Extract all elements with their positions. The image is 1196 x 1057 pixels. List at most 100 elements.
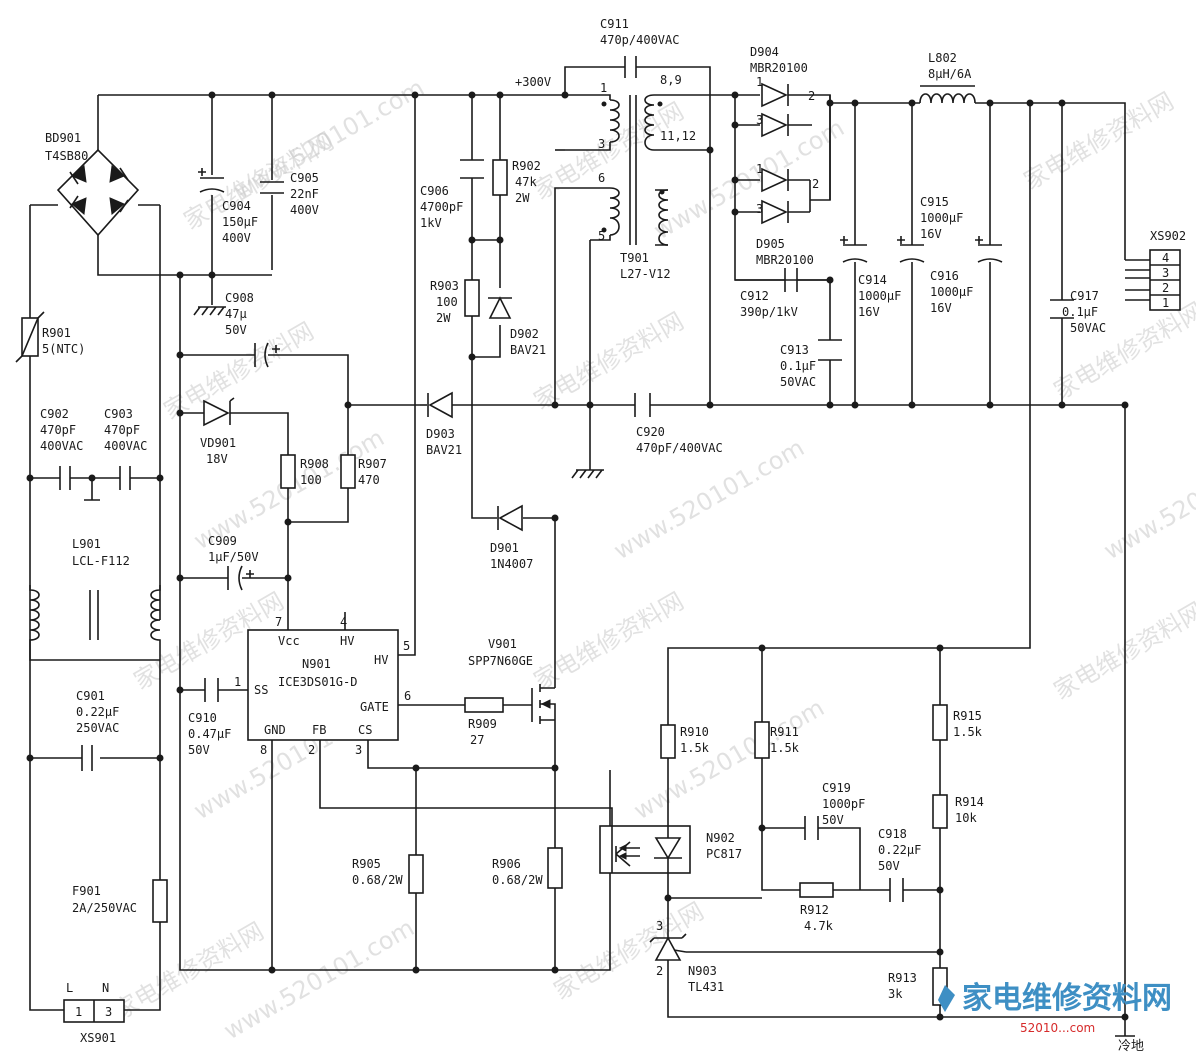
t901-pin-6: 6 (598, 171, 605, 185)
c904-ref: C904 (222, 199, 251, 213)
r912-ref: R912 (800, 903, 829, 917)
n901-pin-cs-label: CS (358, 723, 372, 737)
capacitor-c917: C917 0.1μF 50VAC (1050, 289, 1106, 335)
vd901-value: 18V (206, 452, 228, 466)
c910-rating: 50V (188, 743, 210, 757)
c911-ref: C911 (600, 17, 629, 31)
l802-value: 8μH/6A (928, 67, 972, 81)
r907-ref: R907 (358, 457, 387, 471)
resistor-r913: R913 3k (888, 967, 948, 1006)
logo-url: 52010...com (1020, 1021, 1095, 1035)
n901-pin-cs-number: 3 (355, 743, 362, 757)
capacitor-c915: C915 1000μF 16V (897, 195, 963, 263)
d904-pin-1: 1 (756, 75, 763, 89)
bd901-ref: BD901 (45, 131, 81, 145)
c918-ref: C918 (878, 827, 907, 841)
r903-rating: 2W (436, 311, 451, 325)
d904-pin-2: 2 (808, 89, 815, 103)
c912-value: 390p/1kV (740, 305, 798, 319)
d902-ref: D902 (510, 327, 539, 341)
watermark-url: www.520101.com (629, 694, 829, 826)
r901-ref: R901 (42, 326, 71, 340)
c905-ref: C905 (290, 171, 319, 185)
watermark-text: 家电维修资料网 (529, 587, 688, 695)
thermistor-r901: R901 5(NTC) (15, 311, 85, 363)
resistor-r902: R902 47k 2W (492, 159, 541, 205)
c913-value: 0.1μF (780, 359, 816, 373)
watermark-url: www.520101.com (229, 74, 429, 206)
c918-rating: 50V (878, 859, 900, 873)
n901-ref: N901 (302, 657, 331, 671)
r913-value: 3k (888, 987, 903, 1001)
r915-ref: R915 (953, 709, 982, 723)
r902-rating: 2W (515, 191, 530, 205)
logo-text: 家电维修资料网 (962, 981, 1172, 1016)
r912-value: 4.7k (804, 919, 834, 933)
xs901-label-n: N (102, 981, 109, 995)
d901-ref: D901 (490, 541, 519, 555)
transformer-t901: 1 3 6 5 8,9 11,12 T901 L27-V12 (598, 73, 696, 281)
d903-part: BAV21 (426, 443, 462, 457)
c910-value: 0.47μF (188, 727, 231, 741)
cold-ground-label: 冷地 (1118, 1039, 1144, 1054)
r905-ref: R905 (352, 857, 381, 871)
watermark-text: 家电维修资料网 (529, 307, 688, 415)
resistor-r905: R905 0.68/2W (352, 854, 424, 894)
n903-ref: N903 (688, 964, 717, 978)
xs901-pin-3: 3 (105, 1005, 112, 1019)
c904-rating: 400V (222, 231, 251, 245)
junctions (26, 91, 1129, 1021)
c914-value: 1000μF (858, 289, 901, 303)
capacitor-c902: C902 470pF 400VAC (40, 407, 83, 490)
optocoupler-n902: N902 PC817 (599, 825, 742, 874)
c908-value: 47μ (225, 307, 247, 321)
capacitor-c905: C905 22nF 400V (260, 171, 319, 217)
resistor-r912: R912 4.7k (799, 882, 834, 933)
r911-value: 1.5k (770, 741, 800, 755)
d905-pin-2: 2 (812, 177, 819, 191)
c916-rating: 16V (930, 301, 952, 315)
capacitor-c914: C914 1000μF 16V (840, 236, 901, 319)
logo-mark-icon (938, 985, 955, 1012)
ground-symbol (193, 306, 226, 316)
capacitor-c904: C904 150μF 400V (198, 168, 258, 245)
c910-ref: C910 (188, 711, 217, 725)
c901-rating: 250VAC (76, 721, 119, 735)
cold-ground-symbol (1115, 1030, 1135, 1037)
capacitor-c916: C916 1000μF 16V (930, 236, 1003, 315)
t901-pin-1: 1 (600, 81, 607, 95)
c902-ref: C902 (40, 407, 69, 421)
d905-pin-1: 1 (756, 162, 763, 176)
connector-xs901: 1 3 L N XS901 (63, 981, 125, 1045)
n902-part: PC817 (706, 847, 742, 861)
watermark-text: 家电维修资料网 (529, 97, 688, 205)
r908-ref: R908 (300, 457, 329, 471)
c906-value: 4700pF (420, 200, 463, 214)
c903-value: 470pF (104, 423, 140, 437)
diode-d903: D903 BAV21 (426, 391, 462, 457)
c903-ref: C903 (104, 407, 133, 421)
n901-pin-ss-number: 1 (234, 675, 241, 689)
c920-ref: C920 (636, 425, 665, 439)
r901-value: 5(NTC) (42, 342, 85, 356)
l901-ref: L901 (72, 537, 101, 551)
n901-pin-gnd-number: 8 (260, 743, 267, 757)
r909-ref: R909 (468, 717, 497, 731)
r908-value: 100 (300, 473, 322, 487)
n901-pin-fb-label: FB (312, 723, 326, 737)
v901-ref: V901 (488, 637, 517, 651)
r910-value: 1.5k (680, 741, 710, 755)
capacitor-c908: C908 47μ 50V (225, 291, 280, 368)
resistor-r903: R903 100 2W (430, 279, 480, 325)
resistor-r906: R906 0.68/2W (492, 847, 563, 889)
c915-value: 1000μF (920, 211, 963, 225)
watermark-url: www.520101.com (1099, 434, 1196, 566)
c919-value: 1000pF (822, 797, 865, 811)
c902-rating: 400VAC (40, 439, 83, 453)
c913-rating: 50VAC (780, 375, 816, 389)
n901-pin-ss-label: SS (254, 683, 268, 697)
capacitor-c910: C910 0.47μF 50V (188, 678, 231, 757)
dual-diode-d905: D905 MBR20100 1 3 2 (756, 162, 819, 267)
d901-part: 1N4007 (490, 557, 533, 571)
net-label-300v: +300V (515, 75, 551, 89)
